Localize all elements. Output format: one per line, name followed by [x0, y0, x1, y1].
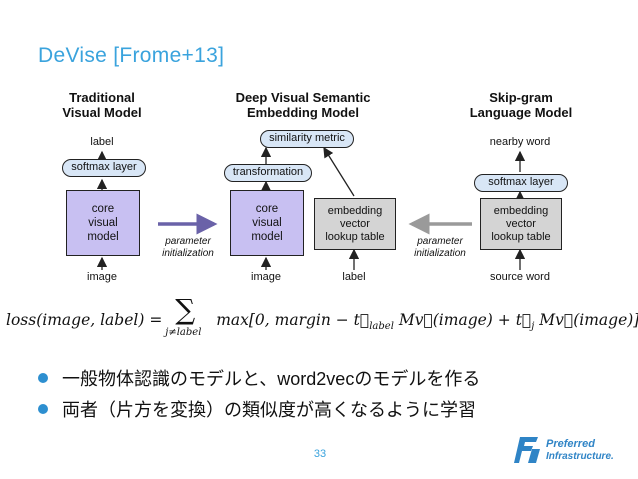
middle-image-label: image	[251, 271, 281, 283]
formula-rhs: max[0, margin − t⃗	[216, 311, 370, 329]
page-number: 33	[313, 448, 327, 460]
logo-line-2: Infrastructure.	[546, 451, 614, 462]
summation-subscript: j≠label	[165, 327, 202, 338]
parameter-initialization-label-left: parameter initialization	[162, 236, 214, 259]
left-core-visual-model: core visual model	[66, 190, 140, 256]
transformation-box: transformation	[224, 164, 312, 182]
left-softmax-layer: softmax layer	[62, 159, 146, 177]
bullet-dot	[38, 373, 48, 383]
traditional-visual-model-title: Traditional Visual Model	[62, 90, 142, 120]
left-bottom-label: image	[87, 271, 117, 283]
middle-embedding-lookup-table: embedding vector lookup table	[314, 198, 396, 250]
bullet-item-2: 両者（片方を変換）の類似度が高くなるように学習	[38, 396, 476, 422]
formula-sub-label: label	[369, 321, 394, 333]
left-top-label: label	[90, 136, 114, 148]
formula-lhs: loss(image, label) =	[6, 311, 163, 329]
right-softmax-layer: softmax layer	[474, 174, 568, 192]
logo-mark-icon	[514, 437, 540, 463]
logo-line-1: Preferred	[546, 438, 595, 450]
right-top-label: nearby word	[489, 136, 551, 148]
bullet-item-1: 一般物体認識のモデルと、word2vecのモデルを作る	[38, 365, 480, 391]
parameter-initialization-label-right: parameter initialization	[414, 236, 466, 259]
summation-symbol: ∑ j≠label	[165, 293, 202, 338]
similarity-metric-box: similarity metric	[260, 130, 354, 148]
middle-label-label: label	[342, 271, 366, 283]
slide-title: DeVise [Frome+13]	[38, 44, 225, 67]
formula-rhs-mid: Mv⃗(image) + t⃗	[393, 311, 532, 329]
bullet-dot	[38, 404, 48, 414]
skip-gram-language-model-title: Skip-gram Language Model	[469, 90, 573, 120]
formula-sub-j: j	[531, 321, 535, 333]
deep-visual-semantic-embedding-model-title: Deep Visual Semantic Embedding Model	[235, 90, 371, 120]
middle-core-visual-model: core visual model	[230, 190, 304, 256]
formula-rhs-end: Mv⃗(image)]	[534, 311, 638, 329]
bullet-text: 両者（片方を変換）の類似度が高くなるように学習	[62, 400, 476, 420]
loss-formula: loss(image, label) = ∑ j≠label max[0, ma…	[6, 293, 638, 338]
right-bottom-label: source word	[490, 271, 550, 283]
bullet-text: 一般物体認識のモデルと、word2vecのモデルを作る	[62, 369, 481, 389]
preferred-infrastructure-logo: Preferred Infrastructure.	[512, 431, 630, 469]
right-embedding-lookup-table: embedding vector lookup table	[480, 198, 562, 250]
